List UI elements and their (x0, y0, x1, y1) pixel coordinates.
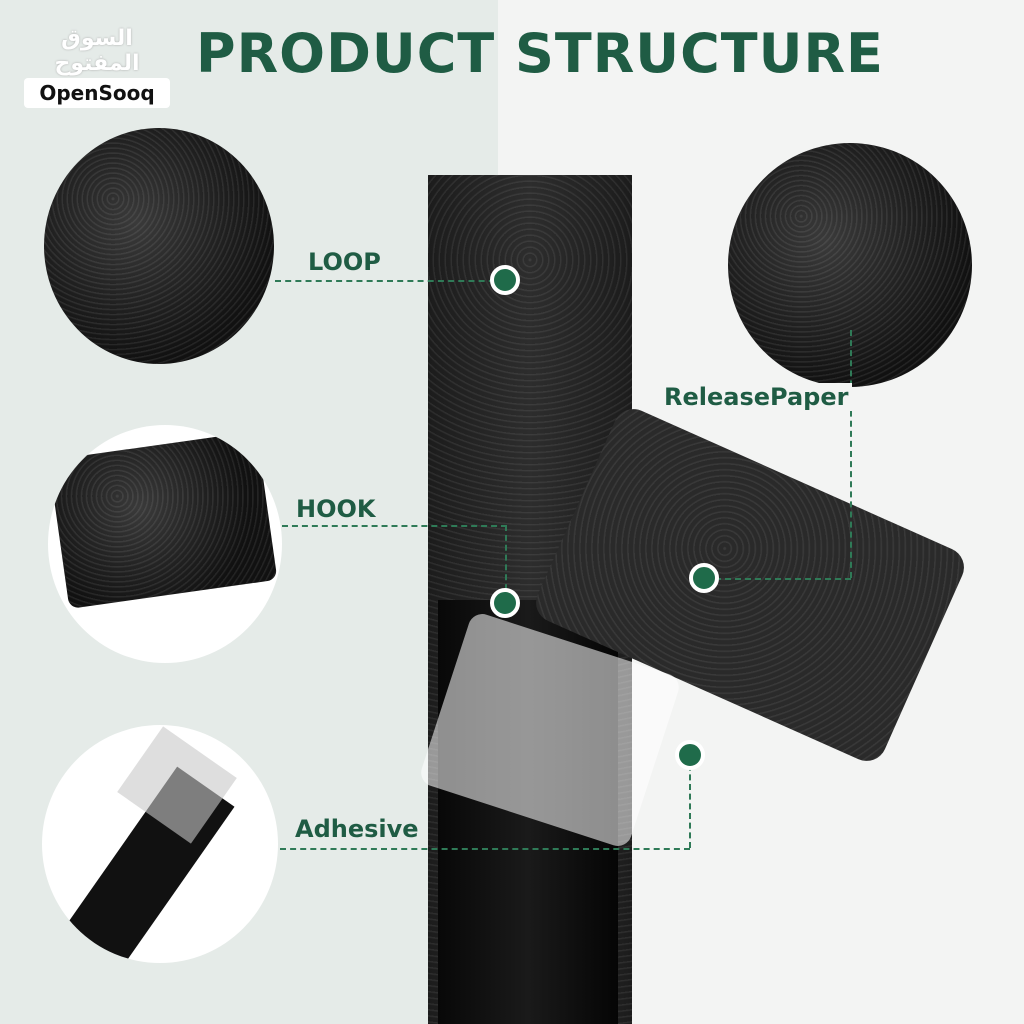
hook-leader-vline (505, 525, 507, 600)
logo-english: OpenSooq (24, 78, 170, 108)
label-adhesive: Adhesive (295, 815, 419, 843)
release-paper-closeup-image (728, 143, 972, 387)
hook-closeup-image (48, 425, 282, 663)
release-marker-dot (689, 563, 719, 593)
opensooq-logo: السوق المفتوح OpenSooq (24, 26, 170, 108)
logo-arabic: السوق المفتوح (54, 26, 140, 76)
label-release-paper: ReleasePaper (660, 383, 853, 411)
hook-leader-line (282, 525, 507, 527)
label-hook: HOOK (296, 495, 376, 523)
release-leader-line (705, 578, 851, 580)
adhesive-closeup-image (42, 725, 278, 963)
release-leader-vline (850, 330, 852, 578)
adhesive-leader-line (280, 848, 690, 850)
label-loop: LOOP (308, 248, 381, 276)
loop-closeup-image (44, 128, 274, 364)
adhesive-leader-vline (689, 755, 691, 848)
adhesive-marker-dot (675, 740, 705, 770)
loop-marker-dot (490, 265, 520, 295)
hook-marker-dot (490, 588, 520, 618)
loop-leader-line (275, 280, 505, 282)
page-title: PRODUCT STRUCTURE (196, 22, 884, 85)
